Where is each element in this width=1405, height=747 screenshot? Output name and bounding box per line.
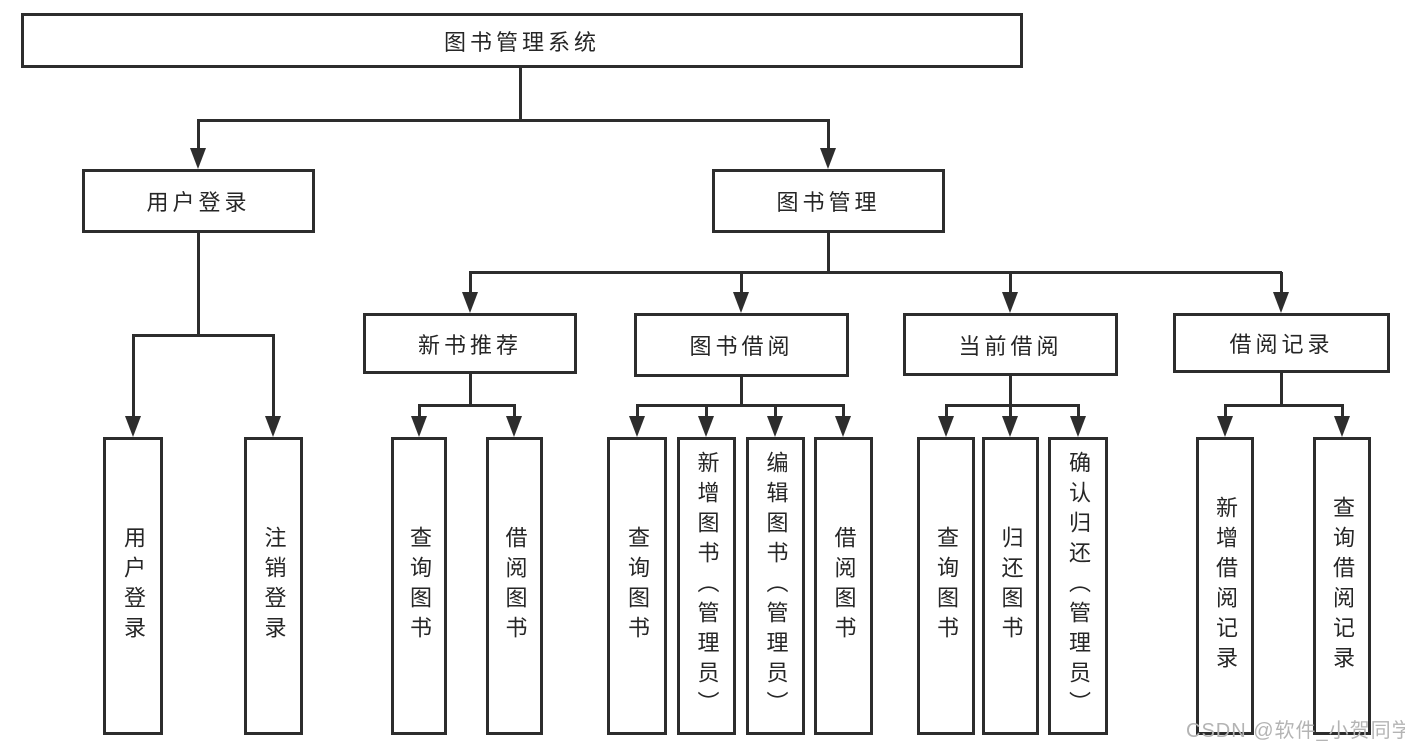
connector-line [635, 404, 639, 418]
leaf-cb-return-books: 归还图书 [982, 437, 1039, 735]
connector-line [1224, 403, 1343, 407]
arrow-down-icon [698, 416, 714, 437]
connector-line [197, 118, 830, 122]
connector-line [1008, 404, 1012, 418]
leaf-bb-query-books: 查询图书 [607, 437, 667, 735]
arrow-down-icon [1217, 416, 1233, 437]
leaf-nbr-query-books: 查询图书 [391, 437, 447, 735]
arrow-down-icon [1334, 416, 1350, 437]
arrow-down-icon [1273, 292, 1289, 313]
connector-line [704, 404, 708, 418]
connector-line [739, 377, 743, 406]
node-user-login: 用户登录 [82, 169, 315, 233]
arrow-down-icon [265, 416, 281, 437]
connector-line [131, 335, 135, 417]
node-book-borrow: 图书借阅 [634, 313, 849, 377]
node-borrow-records: 借阅记录 [1173, 313, 1390, 373]
arrow-down-icon [462, 292, 478, 313]
leaf-bb-borrow-books: 借阅图书 [814, 437, 873, 735]
node-book-management: 图书管理 [712, 169, 945, 233]
connector-line [469, 270, 1282, 274]
connector-line [468, 272, 472, 294]
connector-line [1076, 404, 1080, 418]
connector-line [1008, 272, 1012, 294]
arrow-down-icon [820, 148, 836, 169]
arrow-down-icon [506, 416, 522, 437]
arrow-down-icon [1002, 416, 1018, 437]
arrow-down-icon [1002, 292, 1018, 313]
connector-line [841, 404, 845, 418]
connector-line [1223, 404, 1227, 418]
arrow-down-icon [938, 416, 954, 437]
connector-line [512, 404, 516, 418]
node-root: 图书管理系统 [21, 13, 1023, 68]
connector-line [518, 68, 522, 120]
connector-line [196, 233, 200, 336]
connector-line [773, 404, 777, 418]
leaf-cb-query-books: 查询图书 [917, 437, 975, 735]
connector-line [826, 120, 830, 150]
connector-line [945, 403, 1079, 407]
leaf-bb-add-books-admin: 新增图书（管理员） [677, 437, 736, 735]
connector-line [132, 333, 275, 337]
connector-line [1279, 272, 1283, 294]
leaf-nbr-borrow-books: 借阅图书 [486, 437, 543, 735]
connector-line [468, 374, 472, 406]
connector-line [944, 404, 948, 418]
leaf-bb-edit-books-admin: 编辑图书（管理员） [746, 437, 805, 735]
connector-line [1340, 404, 1344, 418]
connector-line [196, 120, 200, 150]
watermark: CSDN @软件_小贺同学 [1186, 720, 1405, 742]
arrow-down-icon [190, 148, 206, 169]
leaf-logout-login: 注销登录 [244, 437, 303, 735]
connector-line [418, 403, 515, 407]
arrow-down-icon [733, 292, 749, 313]
connector-line [271, 335, 275, 417]
connector-line [417, 404, 421, 418]
leaf-br-add-borrow-record: 新增借阅记录 [1196, 437, 1254, 735]
node-new-book-recommend: 新书推荐 [363, 313, 577, 374]
connector-line [826, 233, 830, 273]
leaf-user-login: 用户登录 [103, 437, 163, 735]
arrow-down-icon [411, 416, 427, 437]
connector-line [1279, 373, 1283, 406]
connector-line [1008, 376, 1012, 406]
leaf-br-query-borrow-record: 查询借阅记录 [1313, 437, 1371, 735]
connector-line [739, 272, 743, 294]
connector-line [636, 403, 844, 407]
arrow-down-icon [629, 416, 645, 437]
arrow-down-icon [767, 416, 783, 437]
arrow-down-icon [125, 416, 141, 437]
arrow-down-icon [835, 416, 851, 437]
arrow-down-icon [1070, 416, 1086, 437]
leaf-cb-confirm-return-admin: 确认归还（管理员） [1048, 437, 1108, 735]
node-current-borrow: 当前借阅 [903, 313, 1118, 376]
